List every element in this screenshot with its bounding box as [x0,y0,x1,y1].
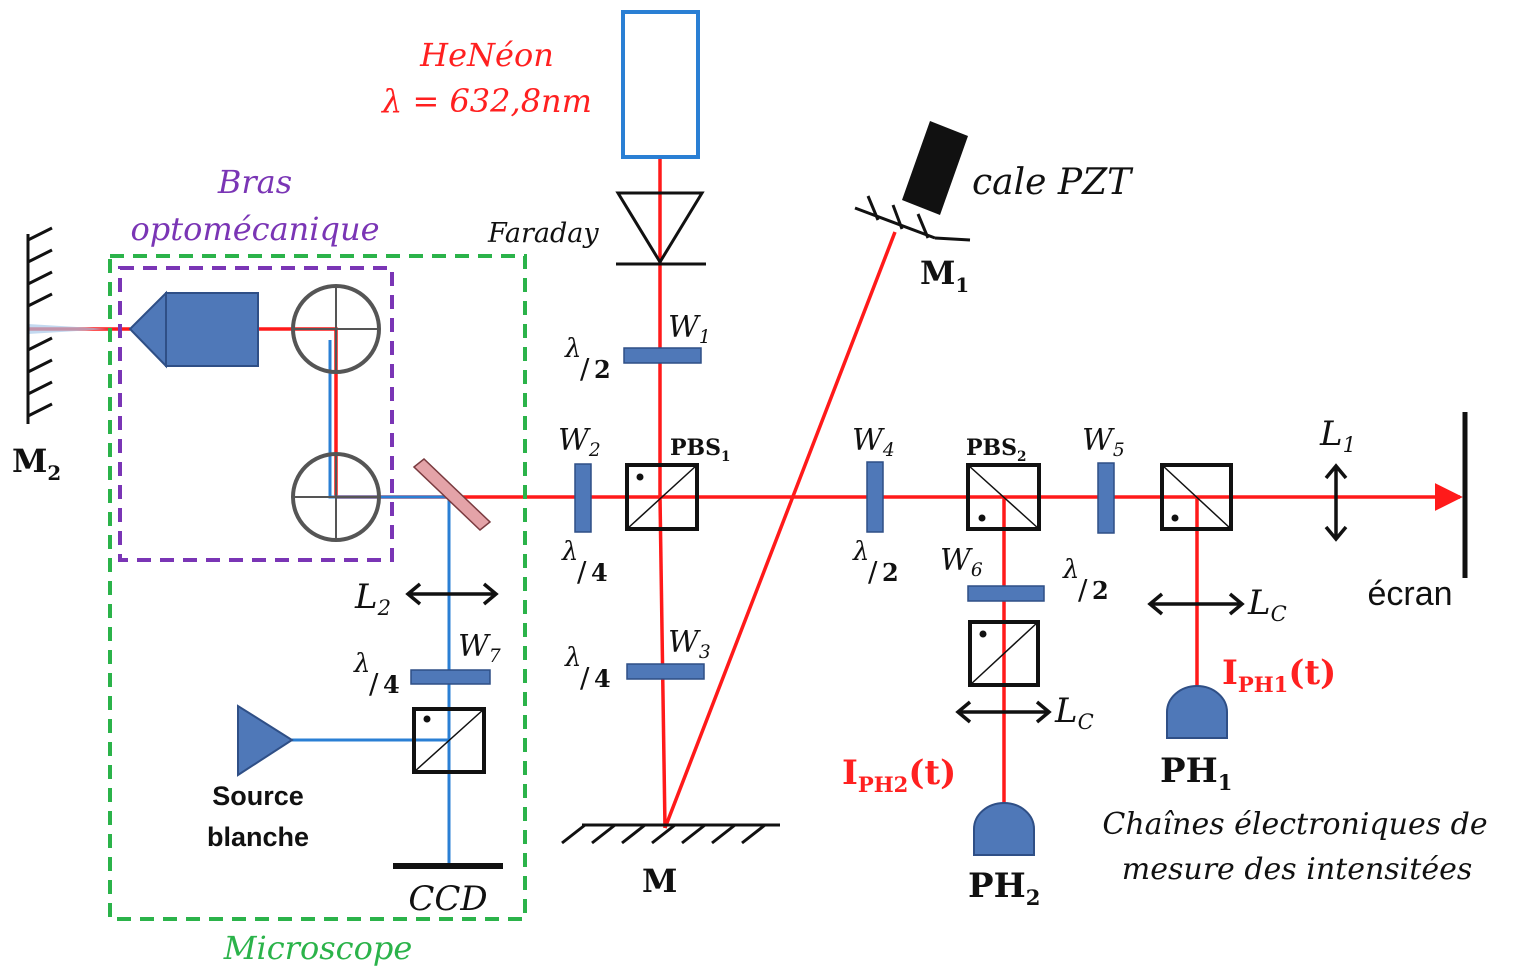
lens-lc2-icon [955,700,1052,724]
ecran-label: écran [1367,575,1452,613]
waveplate-w7 [410,669,491,685]
svg-text:/: / [369,667,379,700]
iph2-label: IPH2(t) [842,753,956,797]
svg-text:4: 4 [383,670,400,699]
w3-label: W3 [668,625,711,663]
focus-cone [28,324,110,334]
m1-label: M1 [920,254,969,297]
beamsplitters [412,463,1233,774]
w2-label: W2 [558,423,601,461]
m-label: M [642,862,677,900]
mirror-m-icon [561,823,780,845]
w7-lambda-quarter: λ / 4 [353,649,400,700]
mirror-m2-icon [26,226,53,424]
laser-name: HeNéon [419,36,554,74]
beam-pbs1-to-m [658,496,667,829]
w6-lambda-half: λ / 2 [1062,555,1109,606]
bras-optomecanique-box [118,266,394,562]
beam-bras-path [258,327,338,497]
svg-text:λ: λ [564,334,581,364]
w1-label: W1 [668,310,711,348]
bras-label-line1: Bras [217,163,292,201]
pbs4-cube-icon [968,620,1040,687]
lens-l2-icon [405,582,499,606]
lc1-label: LC [1247,583,1287,626]
w4-label: W4 [852,423,895,461]
waveplate-w2 [574,463,592,533]
laser-source-icon [621,10,700,159]
pzt-actuator-icon [902,121,968,215]
w3-lambda-quarter: λ / 4 [564,643,611,694]
w6-label: W6 [940,543,983,581]
source-label-line1: Source [212,781,304,811]
chains-label-line1: Chaînes électroniques de [1102,807,1487,842]
pbs2-cube-icon [966,463,1041,531]
photodiode-ph1-icon [1166,685,1228,739]
chains-label-line2: mesure des intensitées [1122,852,1472,887]
svg-text:λ: λ [1062,555,1079,585]
svg-text:λ: λ [561,537,578,567]
svg-text:4: 4 [591,558,608,587]
dichroic-mirror-icon [412,458,492,531]
lambda-labels: λ / 2 λ / 4 λ / 4 λ / 2 λ / 2 λ / 4 [353,334,1109,700]
waveplate-w6 [967,585,1045,602]
w1-lambda-half: λ / 2 [564,334,611,385]
svg-text:2: 2 [882,558,899,587]
pzt-label: cale PZT [972,162,1134,203]
lens-lc1-icon [1147,592,1245,616]
mirror-m1-icon [854,195,971,242]
svg-text:/: / [577,555,587,588]
source-label-line2: blanche [207,822,309,852]
m2-label: M2 [12,442,61,485]
microscope-label: Microscope [223,929,413,967]
svg-text:4: 4 [594,664,611,693]
ccd-label: CCD [408,879,487,919]
l1-label: L1 [1319,414,1356,457]
l2-label: L2 [354,577,391,620]
svg-text:/: / [868,555,878,588]
lenses [405,463,1348,724]
iph1-label: IPH1(t) [1222,653,1336,697]
w5-label: W5 [1082,423,1125,461]
svg-text:/: / [1078,573,1088,606]
waveplate-w4 [866,461,884,533]
w4-lambda-half: λ / 2 [852,537,899,588]
waveplate-w1 [623,347,702,364]
svg-text:λ: λ [564,643,581,673]
objective-icon [128,290,259,369]
beam-m-to-m1 [663,231,897,829]
pbs3-cube-icon [1160,463,1233,531]
bras-label-line2: optomécanique [130,210,379,248]
w2-lambda-quarter: λ / 4 [561,537,608,588]
w7-label: W7 [458,629,501,667]
svg-text:2: 2 [594,355,611,384]
waveplate-w3 [626,663,705,680]
pbs1-label: PBS1 [670,435,731,465]
ph2-label: PH2 [968,866,1040,910]
faraday-isolator-icon [615,191,706,266]
microscope-cube-icon [412,707,486,774]
svg-text:/: / [580,661,590,694]
svg-text:λ: λ [353,649,370,679]
lc2-label: LC [1054,691,1094,734]
microscope-box [108,254,527,921]
laser-wavelength: λ = 632,8nm [380,82,592,120]
ph1-label: PH1 [1160,751,1232,795]
svg-text:2: 2 [1092,576,1109,605]
lens-l1-icon [1324,463,1348,542]
waveplates [410,347,1115,685]
optical-mount-bottom-icon [291,452,381,542]
faraday-label: Faraday [487,218,599,249]
svg-text:λ: λ [852,537,869,567]
pbs1-cube-icon [625,463,699,531]
waveplate-w5 [1097,462,1115,534]
svg-text:/: / [580,352,590,385]
photodiode-ph2-icon [973,802,1035,856]
optical-mount-top-icon [291,284,381,374]
pbs2-label: PBS2 [966,435,1027,465]
white-source-icon [237,704,294,777]
